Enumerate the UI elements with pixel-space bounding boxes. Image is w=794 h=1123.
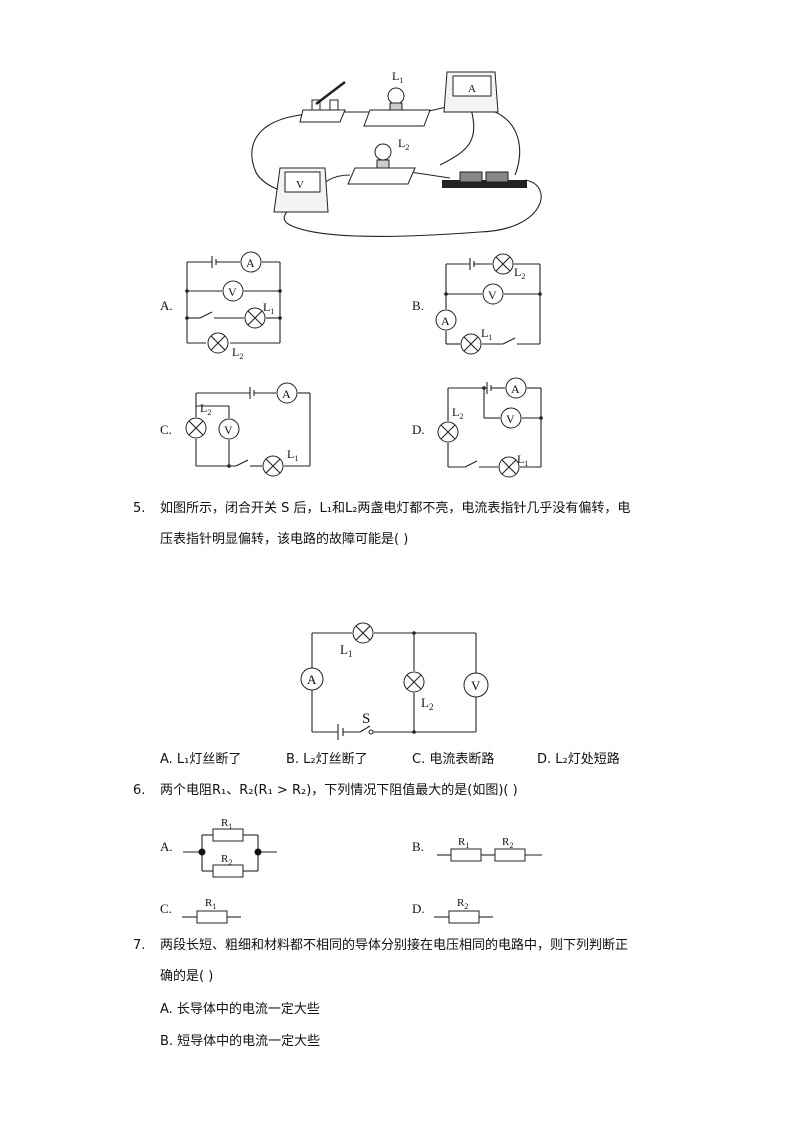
q6-number: 6. <box>133 783 146 798</box>
svg-text:R1: R1 <box>205 897 216 911</box>
svg-text:A: A <box>441 314 450 328</box>
prev-option-c-letter: C. <box>160 422 172 437</box>
battery-holder-icon <box>442 171 527 188</box>
lamp-l1-icon <box>363 87 431 127</box>
svg-text:V: V <box>471 678 481 693</box>
schematic-option-d: A V L2 L1 <box>437 377 543 478</box>
q7-stem-line1: 两段长短、粗细和材料都不相同的导体分别接在电压相同的电路中，则下列判断正 <box>160 938 629 953</box>
q5-stem-line2: 压表指针明显偏转，该电路的故障可能是( ) <box>160 532 409 547</box>
q5-lamp-l1-icon <box>352 622 374 644</box>
q5-option-c[interactable]: C. 电流表断路 <box>412 752 495 767</box>
svg-text:L2: L2 <box>200 401 211 417</box>
prev-option-b-letter: B. <box>412 298 424 313</box>
svg-text:A: A <box>307 672 317 687</box>
q7-number: 7. <box>133 938 146 953</box>
svg-text:R2: R2 <box>457 897 468 911</box>
q6-option-c-letter[interactable]: C. <box>160 901 172 916</box>
svg-text:L1: L1 <box>287 447 298 463</box>
svg-text:A: A <box>511 382 520 396</box>
knife-switch-icon <box>299 81 346 123</box>
q5-circuit-diagram: S L1 A L2 V <box>300 622 489 740</box>
prev-option-d-letter: D. <box>412 422 425 437</box>
q6-resistor-diagrams: R1 R2 R1 R2 R1 R2 <box>182 817 542 924</box>
svg-text:R2: R2 <box>221 853 232 867</box>
q6-stem: 两个电阻R₁、R₂(R₁ > R₂)，下列情况下阻值最大的是(如图)( ) <box>160 783 518 798</box>
q5-option-d[interactable]: D. L₂灯处短路 <box>537 752 620 767</box>
schematic-option-c: A L2 V L1 <box>185 382 311 477</box>
svg-text:R1: R1 <box>458 836 469 850</box>
svg-text:A: A <box>282 387 291 401</box>
q6-option-a-letter[interactable]: A. <box>160 839 173 854</box>
svg-text:V: V <box>488 288 497 302</box>
q5-option-b[interactable]: B. L₂灯丝断了 <box>286 752 368 767</box>
svg-text:L2: L2 <box>514 265 525 281</box>
q5-number: 5. <box>133 501 146 516</box>
svg-text:A: A <box>246 256 255 270</box>
switch-s-label: S <box>362 711 370 727</box>
q5-stem-line1: 如图所示，闭合开关 S 后，L₁和L₂两盏电灯都不亮，电流表指针几乎没有偏转，电 <box>160 501 631 516</box>
lamp-l2-icon <box>347 143 416 185</box>
q5-option-a[interactable]: A. L₁灯丝断了 <box>160 752 242 767</box>
svg-text:L1: L1 <box>481 326 492 342</box>
schematic-option-b: L2 V A L1 <box>435 253 542 355</box>
svg-text:V: V <box>506 412 515 426</box>
prev-option-a-letter: A. <box>160 298 173 313</box>
svg-text:L2: L2 <box>232 345 243 361</box>
svg-text:V: V <box>224 423 233 437</box>
svg-text:A: A <box>468 83 476 95</box>
svg-text:V: V <box>296 179 304 191</box>
svg-text:L1: L1 <box>517 452 528 468</box>
physical-circuit-figure: L1 A L2 V <box>251 69 542 238</box>
q7-option-a[interactable]: A. 长导体中的电流一定大些 <box>160 1002 320 1017</box>
ammeter-icon: A <box>443 71 499 113</box>
svg-text:R2: R2 <box>502 836 513 850</box>
svg-text:L2: L2 <box>452 405 463 421</box>
voltmeter-icon: V <box>273 167 329 213</box>
svg-text:V: V <box>228 285 237 299</box>
q5-lamp-l2-icon <box>403 671 425 693</box>
q6-option-b-letter[interactable]: B. <box>412 839 424 854</box>
svg-text:R1: R1 <box>221 817 232 831</box>
svg-text:L1: L1 <box>263 300 274 316</box>
lamp-l1-label: L1 <box>392 69 403 85</box>
schematic-option-a: A V L1 L2 <box>185 251 282 361</box>
lamp-l2-label: L2 <box>398 136 409 152</box>
q5-ammeter-icon: A <box>300 667 324 691</box>
q7-option-b[interactable]: B. 短导体中的电流一定大些 <box>160 1034 321 1049</box>
q7-stem-line2: 确的是( ) <box>160 969 214 984</box>
q5-voltmeter-icon: V <box>463 672 489 698</box>
q6-option-d-letter[interactable]: D. <box>412 901 425 916</box>
